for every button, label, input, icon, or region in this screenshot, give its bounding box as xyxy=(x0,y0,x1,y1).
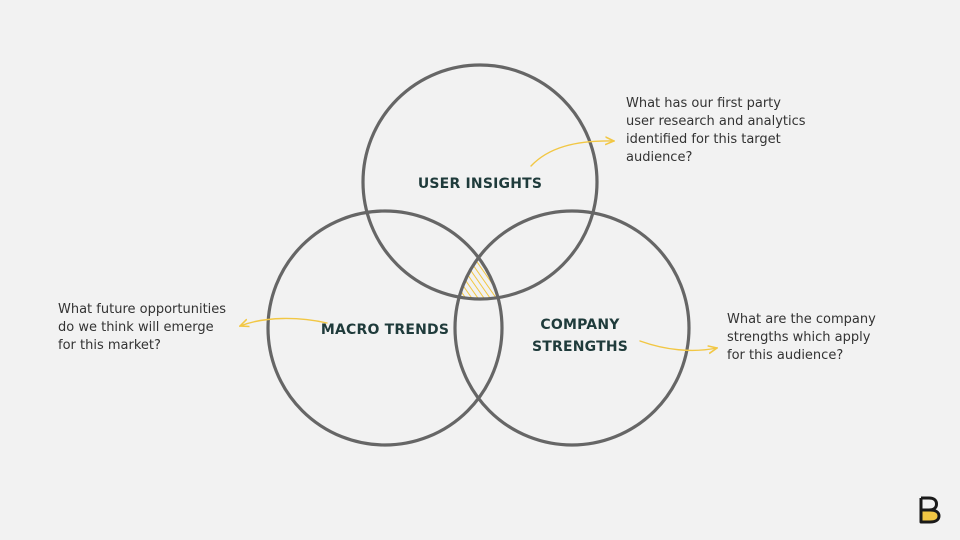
user-insights-note-line: user research and analytics xyxy=(626,114,806,129)
company-strengths-note-line: strengths which apply xyxy=(727,330,871,345)
user-insights-label: USER INSIGHTS xyxy=(418,176,542,192)
company-strengths-circle xyxy=(453,209,691,447)
macro-trends-label: MACRO TRENDS xyxy=(321,322,449,338)
company-strengths-arrow xyxy=(639,340,717,350)
macro-trends-note-line: for this market? xyxy=(58,338,161,353)
user-insights-note: What has our first party user research a… xyxy=(626,95,806,167)
company-strengths-label-line2: STRENGTHS xyxy=(532,339,628,355)
company-strengths-label-line1: COMPANY xyxy=(540,317,620,333)
user-insights-circle xyxy=(361,63,599,301)
company-strengths-note: What are the company strengths which app… xyxy=(727,311,876,365)
user-insights-note-line: identified for this target xyxy=(626,132,781,147)
user-insights-note-line: audience? xyxy=(626,150,693,165)
company-strengths-note-line: What are the company xyxy=(727,312,876,327)
company-strengths-note-line: for this audience? xyxy=(727,348,844,363)
macro-trends-note-line: What future opportunities xyxy=(58,302,227,317)
user-insights-note-line: What has our first party xyxy=(626,96,781,111)
brand-logo-icon xyxy=(919,496,941,524)
macro-trends-note-line: do we think will emerge xyxy=(58,320,214,335)
macro-trends-arrow xyxy=(240,317,328,326)
user-insights-arrow xyxy=(530,141,614,167)
macro-trends-circle xyxy=(266,209,504,447)
macro-trends-note: What future opportunities do we think wi… xyxy=(58,301,226,355)
